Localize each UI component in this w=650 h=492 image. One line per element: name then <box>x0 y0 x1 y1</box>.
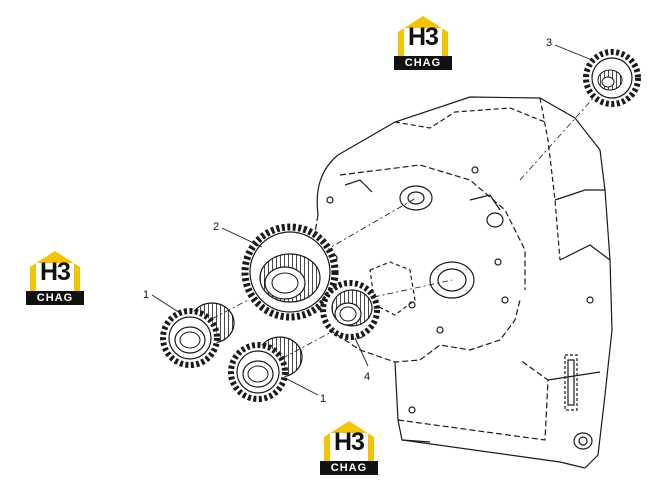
callout-1-lower: 1 <box>320 393 326 405</box>
leader-1-upper <box>151 294 181 314</box>
house-logo-icon <box>324 421 374 463</box>
leader-4 <box>354 337 369 367</box>
callout-2: 2 <box>213 221 219 233</box>
leader-1-lower <box>284 377 319 396</box>
callout-3: 3 <box>546 37 552 49</box>
gear-part-1-upper <box>160 302 235 368</box>
callout-4: 4 <box>364 371 370 383</box>
leader-3 <box>554 44 593 61</box>
watermark-logo-left: H3 CHAG <box>26 249 84 307</box>
callout-1-upper: 1 <box>143 289 149 301</box>
house-logo-icon <box>398 16 448 58</box>
gear-part-2 <box>241 223 339 321</box>
callout-leaders <box>151 44 593 396</box>
watermark-logo-top: H3 CHAG <box>394 14 452 72</box>
house-logo-icon <box>30 251 80 293</box>
leader-2 <box>221 227 263 248</box>
assembly-axis-lines <box>199 84 606 366</box>
gear-part-1-lower <box>228 336 303 402</box>
watermark-logo-bottom: H3 CHAG <box>320 419 378 477</box>
gear-part-3 <box>583 49 641 107</box>
gear-part-4 <box>320 280 380 340</box>
